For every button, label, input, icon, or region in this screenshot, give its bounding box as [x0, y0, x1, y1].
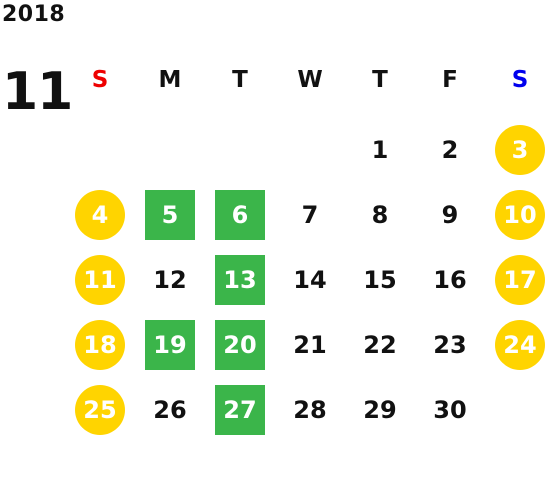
calendar-year: 2018 [2, 2, 66, 27]
day-cell[interactable]: 16 [433, 266, 467, 294]
calendar-month: 11 [2, 62, 73, 122]
day-cell[interactable]: 22 [363, 331, 397, 359]
day-cell-weekend[interactable]: 3 [495, 125, 545, 175]
weekday-header-sunday: S [91, 67, 109, 93]
day-cell[interactable]: 14 [293, 266, 327, 294]
day-cell-marked[interactable]: 20 [215, 320, 265, 370]
day-cell-marked[interactable]: 13 [215, 255, 265, 305]
day-cell-marked[interactable]: 27 [215, 385, 265, 435]
day-cell[interactable]: 2 [441, 136, 459, 164]
weekday-header-weekday: M [158, 67, 182, 93]
day-cell[interactable]: 12 [153, 266, 187, 294]
day-cell-weekend[interactable]: 10 [495, 190, 545, 240]
day-cell-weekend[interactable]: 4 [75, 190, 125, 240]
day-cell[interactable]: 29 [363, 396, 397, 424]
day-cell[interactable]: 21 [293, 331, 327, 359]
day-cell[interactable]: 15 [363, 266, 397, 294]
day-cell[interactable]: 26 [153, 396, 187, 424]
day-cell-marked[interactable]: 6 [215, 190, 265, 240]
day-cell[interactable]: 7 [301, 201, 319, 229]
day-cell-weekend[interactable]: 17 [495, 255, 545, 305]
day-cell-marked[interactable]: 5 [145, 190, 195, 240]
day-cell-weekend[interactable]: 24 [495, 320, 545, 370]
day-cell[interactable]: 1 [371, 136, 389, 164]
day-cell[interactable]: 28 [293, 396, 327, 424]
day-cell-marked[interactable]: 19 [145, 320, 195, 370]
day-cell-weekend[interactable]: 11 [75, 255, 125, 305]
day-cell-weekend[interactable]: 25 [75, 385, 125, 435]
day-cell-weekend[interactable]: 18 [75, 320, 125, 370]
day-cell[interactable]: 9 [441, 201, 459, 229]
weekday-header-saturday: S [511, 67, 529, 93]
day-cell[interactable]: 30 [433, 396, 467, 424]
weekday-header-weekday: F [442, 67, 458, 93]
day-cell[interactable]: 23 [433, 331, 467, 359]
weekday-header-weekday: T [232, 67, 248, 93]
weekday-header-weekday: W [297, 67, 323, 93]
day-cell[interactable]: 8 [371, 201, 389, 229]
weekday-header-weekday: T [372, 67, 388, 93]
